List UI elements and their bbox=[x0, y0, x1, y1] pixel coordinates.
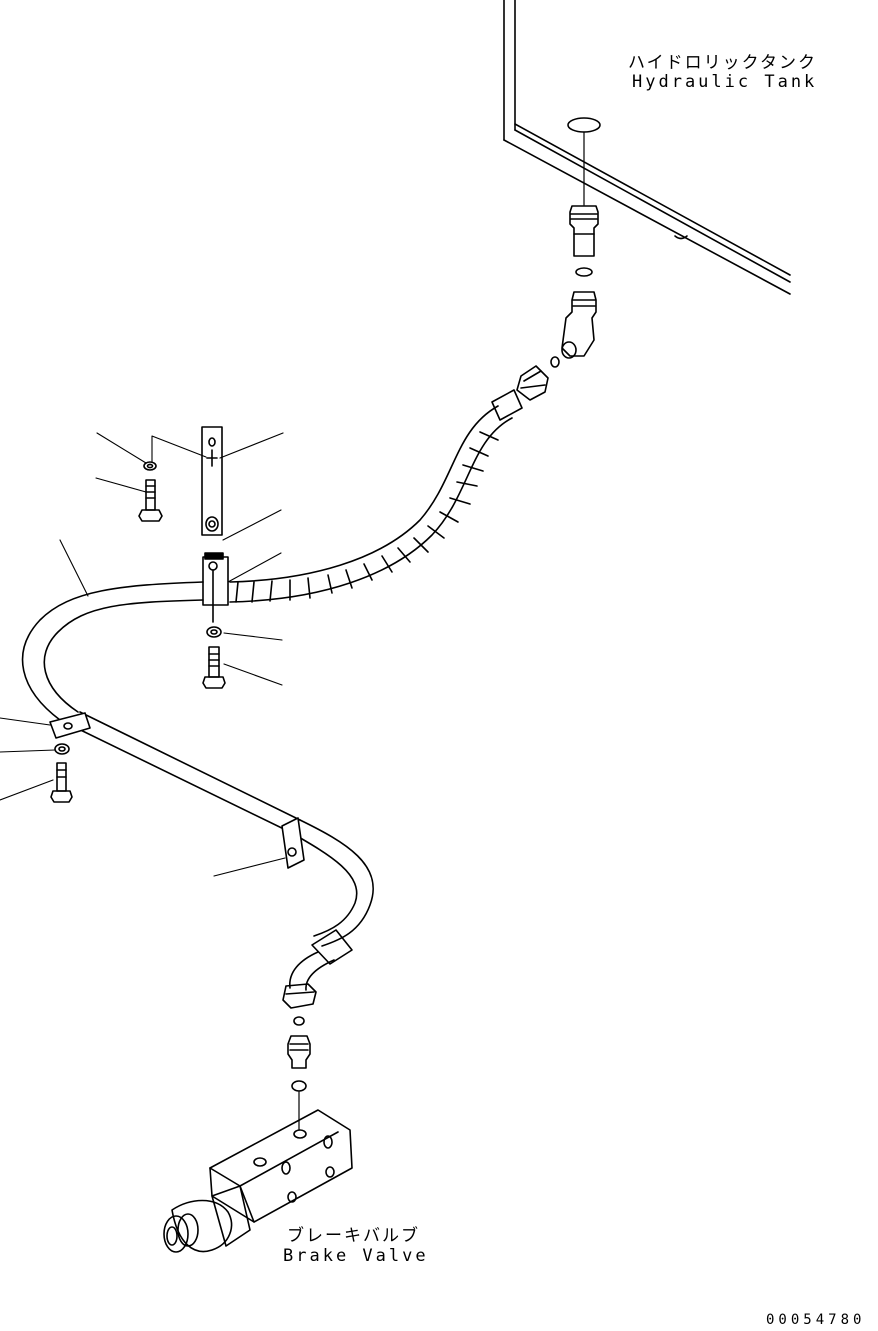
lower-clamp-right bbox=[281, 817, 305, 869]
hydraulic-tank-label-jp: ハイドロリックタンク bbox=[628, 53, 817, 73]
clamp-plate-assembly bbox=[138, 426, 223, 536]
hose-clamp-block bbox=[202, 552, 229, 689]
brake-valve-fittings bbox=[287, 1016, 311, 1131]
hydraulic-tank bbox=[503, 0, 791, 295]
lower-clamp-left bbox=[49, 712, 91, 803]
brake-hose bbox=[21, 581, 374, 1009]
hydraulic-tank-label-en: Hydraulic Tank bbox=[632, 72, 818, 92]
spiral-guard-hose bbox=[229, 365, 549, 603]
drawing-number: 00054780 bbox=[766, 1312, 866, 1328]
brake-valve-label-en: Brake Valve bbox=[283, 1246, 429, 1266]
leader-lines bbox=[0, 432, 286, 877]
brake-valve-label-jp: ブレーキバルブ bbox=[287, 1226, 420, 1246]
brake-valve bbox=[163, 1109, 353, 1253]
tank-connector-fittings bbox=[550, 117, 601, 368]
